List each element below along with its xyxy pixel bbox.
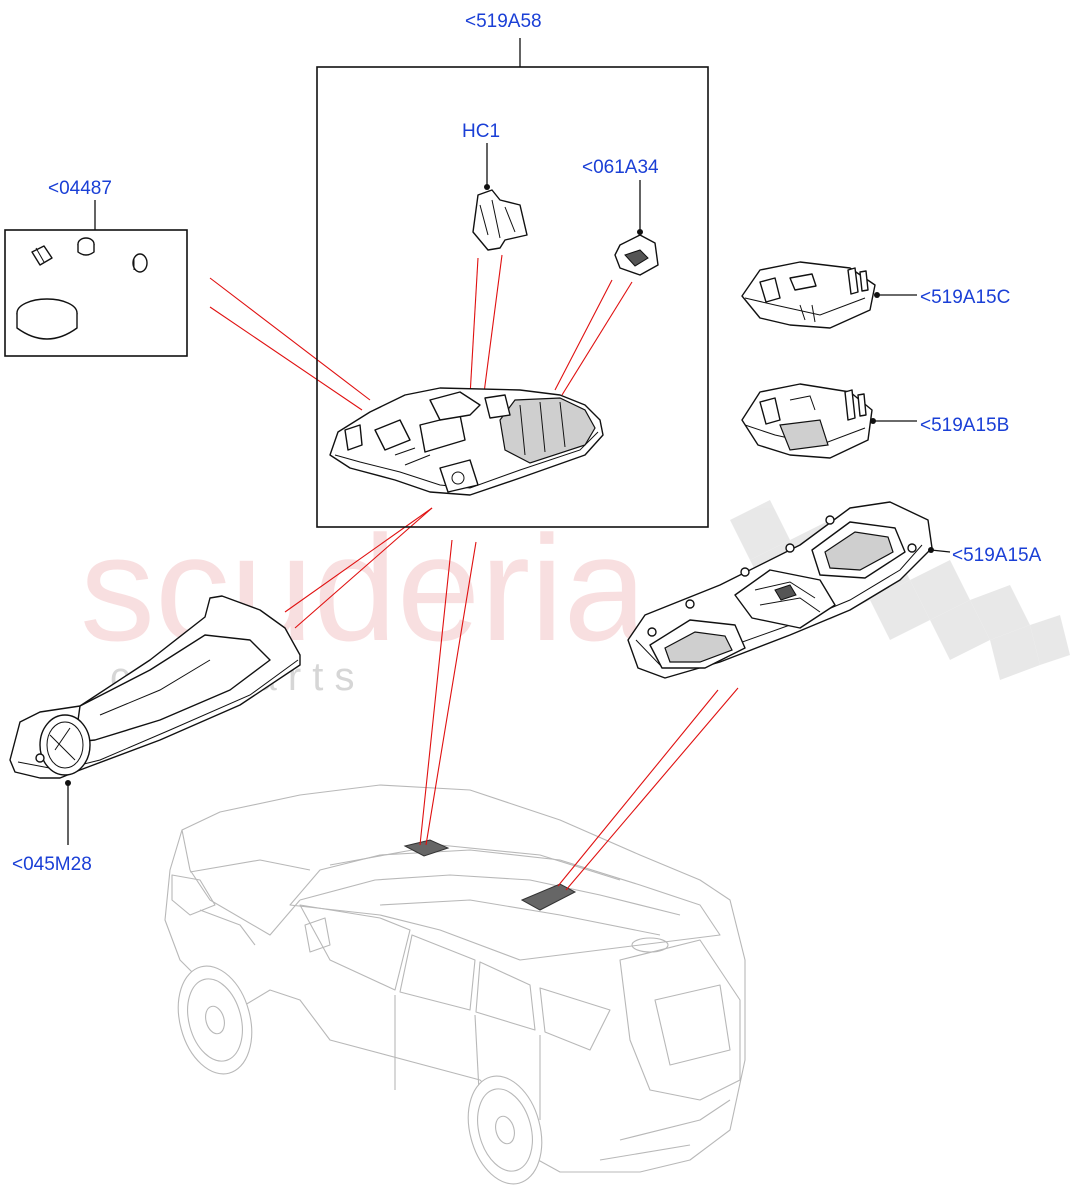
roof-console-rear <box>520 883 577 911</box>
assembly-group: <519A58 HC1 <061A34 <box>316 11 709 528</box>
roof-console-front <box>403 839 450 857</box>
vehicle-outline <box>164 784 746 1185</box>
sunglass-holder-group: <045M28 <box>9 595 301 875</box>
kit-parts <box>16 237 148 340</box>
assembly-leader-lines <box>209 254 739 891</box>
callout-hc1[interactable]: HC1 <box>462 121 500 142</box>
callout-assembly[interactable]: <519A58 <box>465 11 542 32</box>
callout-console-a[interactable]: <519A15A <box>952 545 1042 566</box>
kit-group: <04487 <box>4 178 188 357</box>
callout-cover-c[interactable]: <519A15C <box>920 287 1010 308</box>
cover-c-group: <519A15C <box>741 261 1010 329</box>
callout-sunglass[interactable]: <045M28 <box>12 854 92 875</box>
roof-console-assembly-part <box>329 387 604 496</box>
cover-c-part <box>741 261 876 329</box>
cover-b-group: <519A15B <box>741 383 1009 459</box>
callout-kit[interactable]: <04487 <box>48 178 112 199</box>
watermark-brand: scuderia <box>80 504 648 672</box>
switch-part <box>614 234 659 276</box>
cover-b-part <box>741 383 873 459</box>
console-a-group: <519A15A <box>627 501 1042 679</box>
kit-frame <box>4 229 188 357</box>
hc1-clip-part <box>472 189 528 251</box>
console-a-part <box>627 501 933 679</box>
sunglass-holder-part <box>9 595 301 779</box>
assembly-frame <box>316 66 709 528</box>
callout-switch[interactable]: <061A34 <box>582 157 659 178</box>
callout-cover-b[interactable]: <519A15B <box>920 415 1009 436</box>
